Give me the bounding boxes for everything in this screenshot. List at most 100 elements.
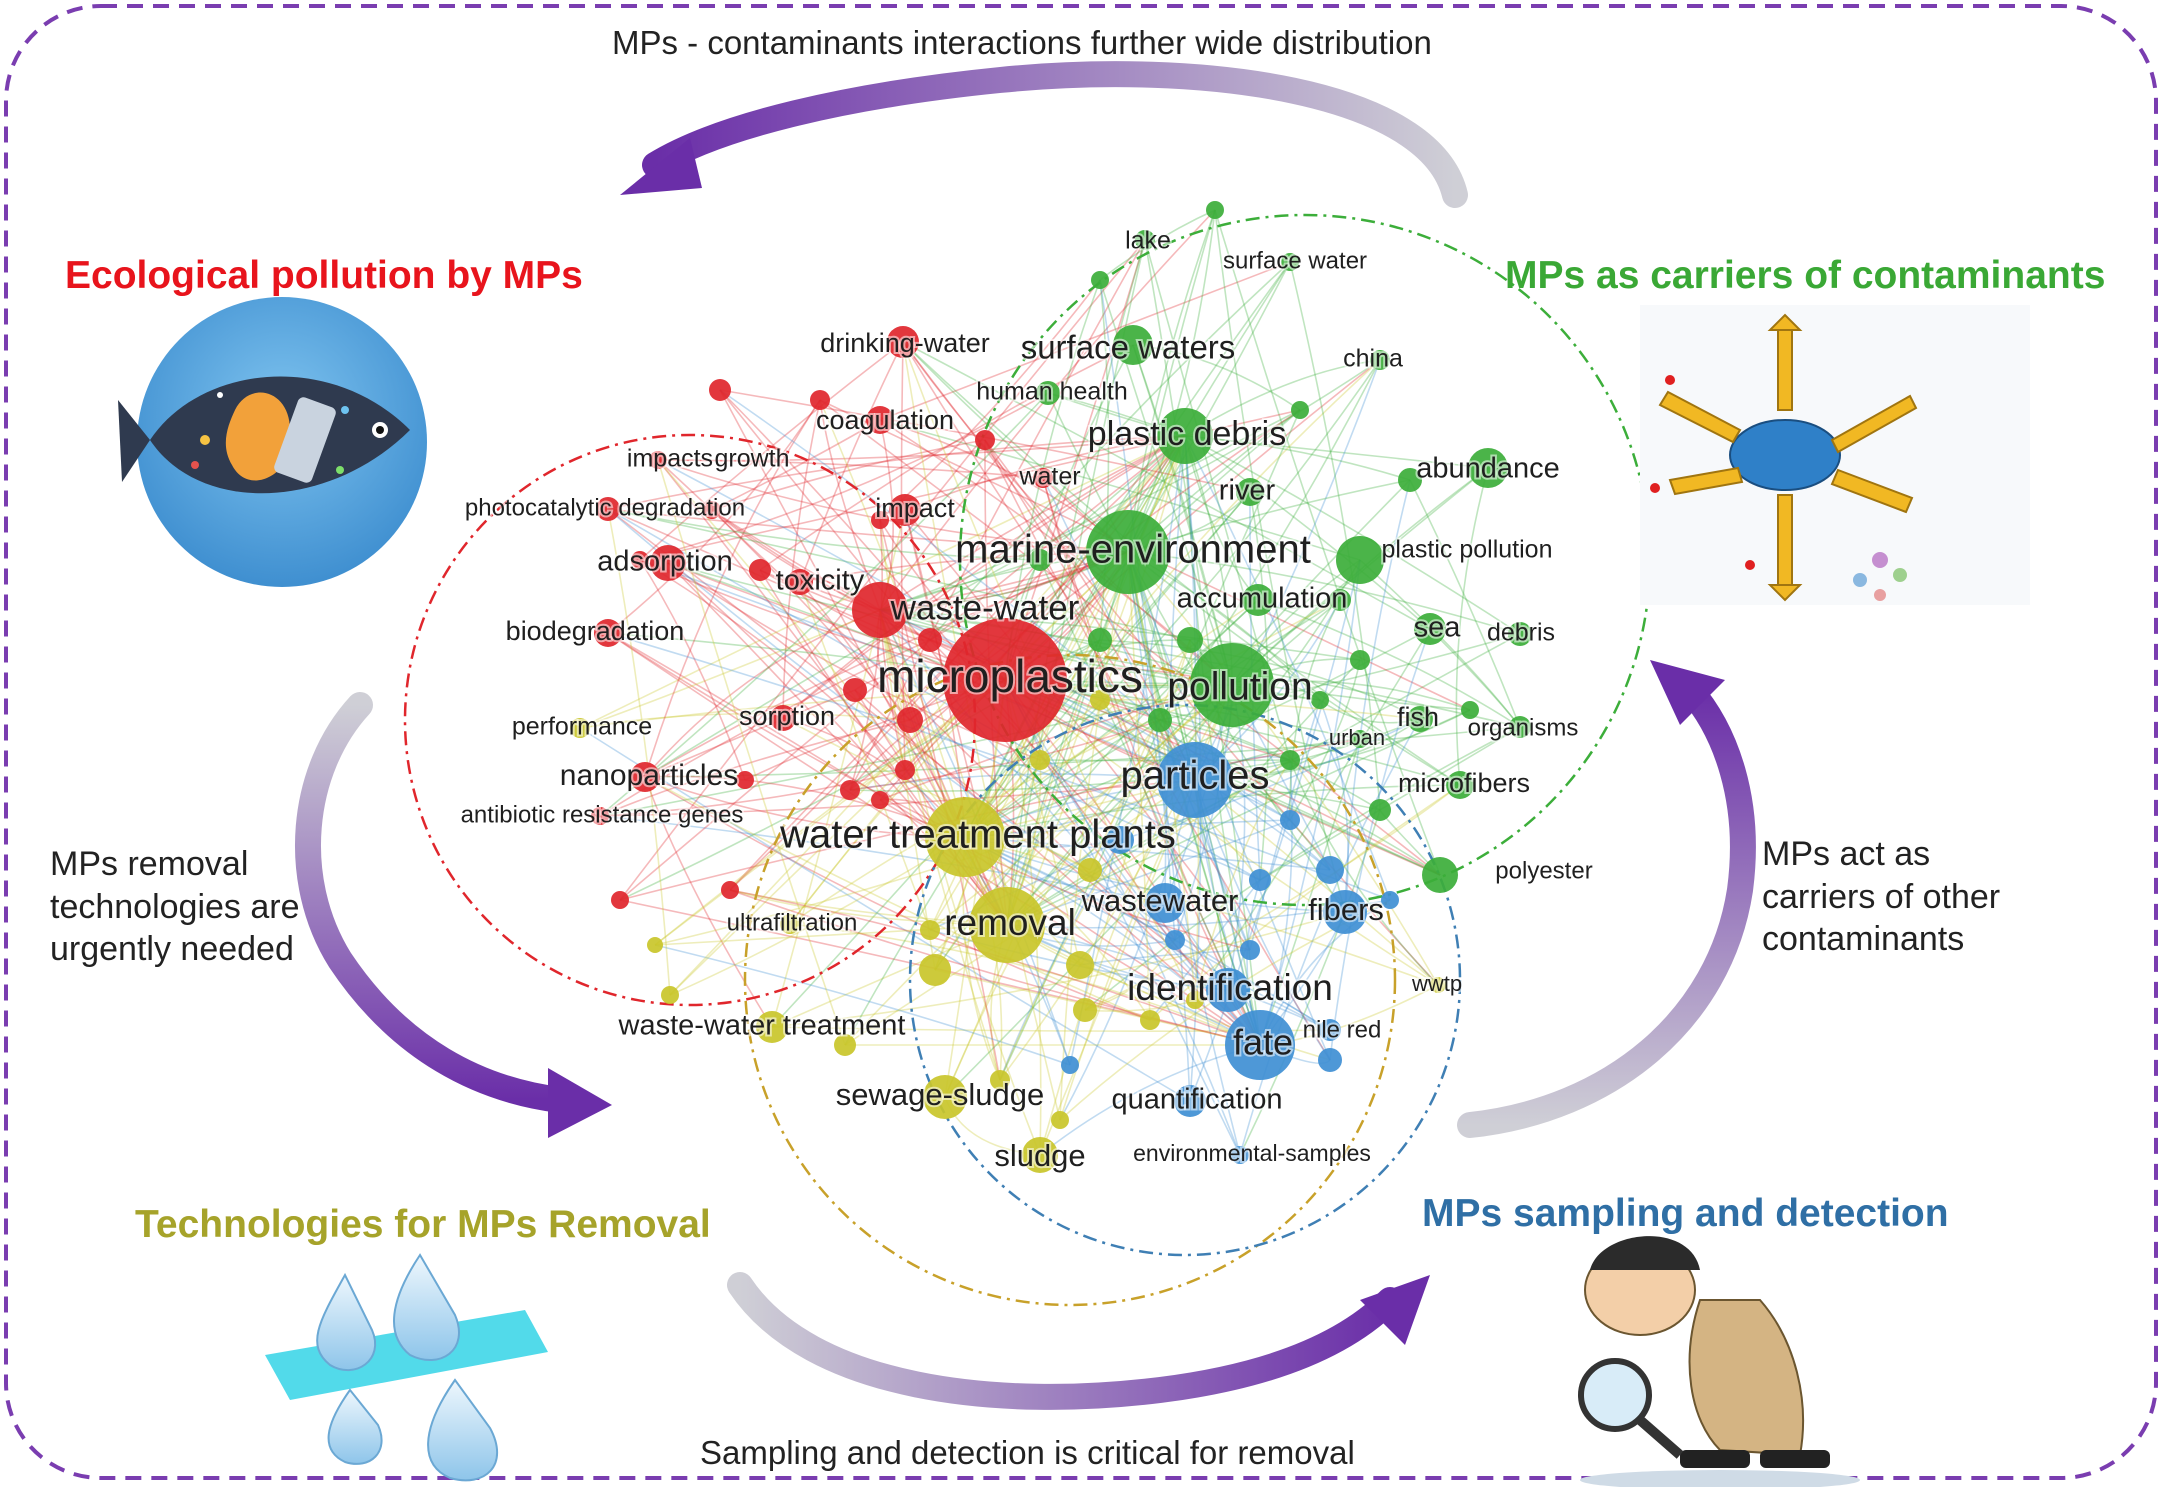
keyword-urban: urban (1329, 725, 1385, 750)
top-caption: MPs - contaminants interactions further … (612, 22, 1432, 63)
keyword-china: china (1343, 345, 1403, 373)
keyword-waste-water-treatment: waste-water treatment (618, 1010, 906, 1042)
network-node (840, 780, 860, 800)
network-node (1318, 1048, 1342, 1072)
keyword-nile-red: nile red (1303, 1016, 1382, 1043)
keyword-particles: particles (1121, 754, 1270, 798)
keyword-fate: fate (1233, 1022, 1293, 1063)
title-carriers-of-contaminants: MPs as carriers of contaminants (1505, 254, 2105, 298)
network-node (897, 707, 923, 733)
keyword-impact: impact (875, 493, 955, 523)
network-node (1291, 401, 1309, 419)
keyword-plastic-debris: plastic debris (1088, 415, 1286, 453)
keyword-surface-waters: surface waters (1021, 329, 1236, 366)
keyword-quantification: quantification (1112, 1084, 1283, 1116)
network-node (1280, 810, 1300, 830)
network-node (1369, 799, 1391, 821)
keyword-abundance: abundance (1416, 453, 1560, 485)
network-node (1078, 858, 1102, 882)
network-node (919, 954, 951, 986)
network-node (1066, 951, 1094, 979)
keyword-antibiotic-resistance-genes: antibiotic resistance genes (461, 801, 744, 828)
keyword-toxicity: toxicity (776, 565, 865, 597)
network-node (736, 771, 754, 789)
keyword-sludge: sludge (994, 1138, 1085, 1173)
keyword-human-health: human health (976, 378, 1128, 406)
network-node (1061, 1056, 1079, 1074)
network-node (920, 920, 940, 940)
keyword-drinking-water: drinking-water (820, 328, 990, 358)
keyword-performance: performance (512, 713, 652, 741)
keyword-wwtp: wwtp (1411, 971, 1462, 996)
network-node (895, 760, 915, 780)
network-node (871, 791, 889, 809)
fish-illustration (118, 297, 427, 587)
keyword-impacts: impacts (627, 445, 713, 473)
keyword-water: water (1018, 463, 1080, 491)
keyword-microfibers: microfibers (1398, 768, 1530, 798)
keyword-removal: removal (944, 902, 1076, 943)
network-node (1073, 998, 1097, 1022)
network-node (749, 559, 771, 581)
network-node (1350, 650, 1370, 670)
keyword-microplastics: microplastics (877, 650, 1143, 702)
network-node (1030, 750, 1050, 770)
left-caption: MPs removal technologies are urgently ne… (50, 843, 340, 971)
network-node (709, 379, 731, 401)
network-node (1240, 940, 1260, 960)
keyword-accumulation: accumulation (1177, 583, 1348, 615)
detective-illustration (1580, 1236, 1860, 1487)
keyword-lake: lake (1125, 227, 1171, 255)
network-node (1422, 857, 1458, 893)
network-node (1206, 201, 1224, 219)
network-node (1311, 691, 1329, 709)
drops-illustration (265, 1255, 548, 1480)
keyword-coagulation: coagulation (816, 405, 954, 435)
keyword-river: river (1219, 475, 1276, 507)
keyword-biodegradation: biodegradation (506, 616, 685, 646)
network-node (721, 881, 739, 899)
keyword-debris: debris (1487, 619, 1555, 647)
network-node (1165, 930, 1185, 950)
right-caption: MPs act as carriers of other contaminant… (1762, 833, 2012, 961)
network-node (1249, 869, 1271, 891)
network-node (1336, 536, 1384, 584)
keyword-fibers: fibers (1308, 892, 1384, 927)
keyword-plastic-pollution: plastic pollution (1382, 536, 1553, 564)
network-node (611, 891, 629, 909)
keyword-water-treatment-plants: water treatment plants (779, 813, 1176, 857)
keyword-photocatalytic-degradation: photocatalytic degradation (465, 494, 745, 521)
keyword-wastewater: wastewater (1081, 883, 1239, 918)
network-node (661, 986, 679, 1004)
keyword-environmental-samples: environmental-samples (1133, 1140, 1371, 1166)
network-node (1091, 271, 1109, 289)
title-ecological-pollution: Ecological pollution by MPs (65, 254, 583, 298)
keyword-pollution: pollution (1167, 665, 1312, 708)
network-node (1051, 1111, 1069, 1129)
keyword-sorption: sorption (739, 701, 835, 731)
keyword-nanoparticles: nanoparticles (560, 759, 738, 792)
keyword-sewage-sludge: sewage-sludge (836, 1077, 1045, 1112)
network-node (1177, 627, 1203, 653)
cycle-arrow-bottom (740, 1275, 1430, 1397)
network-node (1316, 856, 1344, 884)
keyword-growth: growth (714, 445, 789, 473)
keyword-organisms: organisms (1468, 714, 1579, 741)
keyword-identification: identification (1127, 967, 1333, 1008)
keyword-ultrafiltration: ultrafiltration (727, 909, 858, 936)
network-node (843, 678, 867, 702)
network-node (918, 628, 942, 652)
network-node (1148, 708, 1172, 732)
network-node (1280, 750, 1300, 770)
carriers-illustration (1640, 305, 2030, 605)
network-node (1088, 628, 1112, 652)
keyword-surface-water: surface water (1223, 247, 1367, 274)
keyword-adsorption: adsorption (597, 546, 732, 578)
network-node (975, 430, 995, 450)
keyword-waste-water: waste-water (890, 588, 1080, 627)
keyword-sea: sea (1414, 612, 1462, 644)
bottom-caption: Sampling and detection is critical for r… (700, 1432, 1355, 1473)
cycle-arrow-top (620, 74, 1455, 195)
